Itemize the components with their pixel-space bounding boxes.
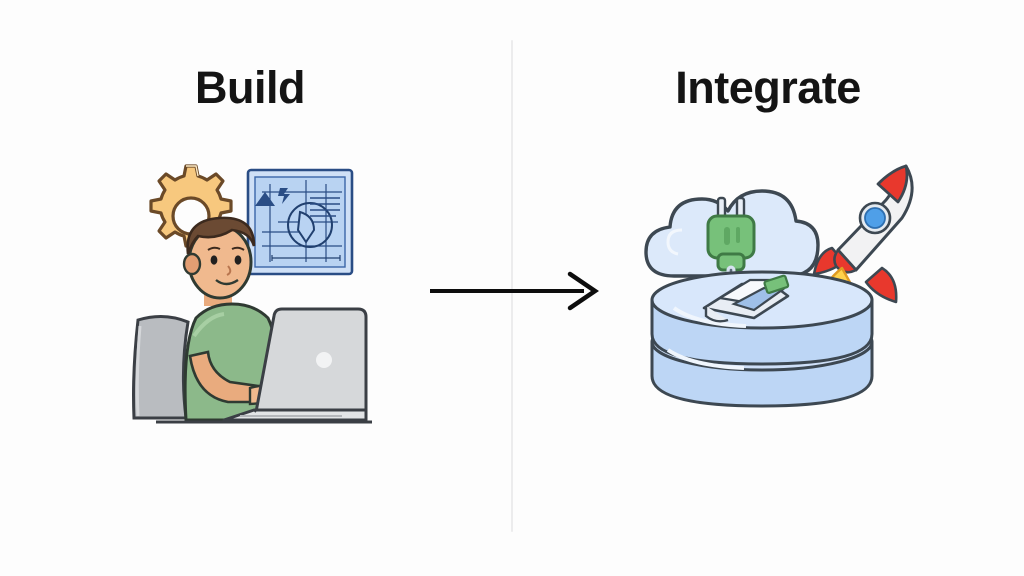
flow-arrow: [420, 268, 605, 314]
blueprint-icon: [246, 168, 354, 276]
panel-title-build: Build: [195, 62, 305, 113]
cloud-database-rocket-illustration: [638, 158, 930, 436]
office-chair-icon: [132, 315, 190, 420]
laptop-icon: [222, 307, 368, 422]
socket-connector-icon: [702, 274, 790, 323]
panel-title-integrate: Integrate: [675, 62, 861, 113]
vertical-divider: [511, 40, 513, 532]
power-plug-icon: [706, 196, 756, 272]
developer-at-laptop-illustration: [128, 158, 386, 426]
